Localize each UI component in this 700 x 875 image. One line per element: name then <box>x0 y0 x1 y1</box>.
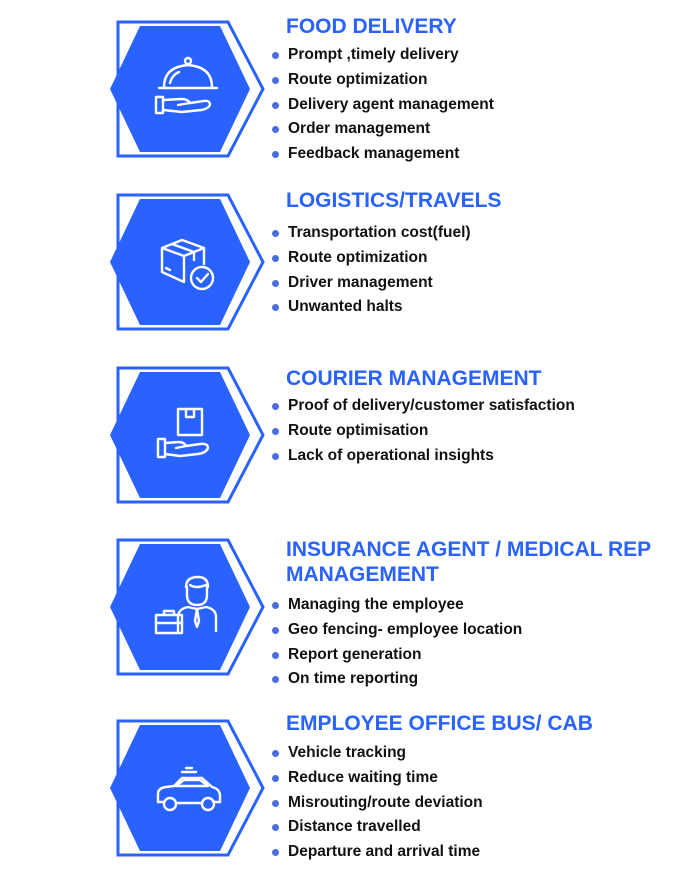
bullet-icon <box>272 304 279 312</box>
bullet-icon <box>272 230 279 237</box>
feature-list: Vehicle tracking Reduce waiting time Mis… <box>272 741 483 865</box>
hex-badge <box>108 14 268 164</box>
section-title: INSURANCE AGENT / MEDICAL REP MANAGEMENT <box>286 537 696 587</box>
bullet-icon <box>272 626 279 634</box>
feature-list: Prompt ,timely delivery Route optimizati… <box>272 43 494 167</box>
list-item: Misrouting/route deviation <box>272 791 483 816</box>
list-item: Transportation cost(fuel) <box>272 221 471 246</box>
bullet-icon <box>272 651 279 659</box>
section-title: EMPLOYEE OFFICE BUS/ CAB <box>286 712 593 735</box>
section-title: LOGISTICS/TRAVELS <box>286 189 502 212</box>
bullet-icon <box>272 427 279 435</box>
list-item: On time reporting <box>272 667 522 692</box>
bullet-icon <box>272 452 279 460</box>
list-item: Report generation <box>272 643 522 668</box>
list-item: Order management <box>272 117 494 142</box>
bullet-icon <box>272 799 279 807</box>
section-title: FOOD DELIVERY <box>286 15 457 38</box>
package-check-icon <box>160 238 215 291</box>
hand-box-icon <box>156 407 210 459</box>
hex-badge <box>108 532 268 682</box>
list-item: Delivery agent management <box>272 93 494 118</box>
feature-list: Transportation cost(fuel) Route optimiza… <box>272 221 471 320</box>
bullet-icon <box>272 254 279 262</box>
list-item: Lack of operational insights <box>272 444 575 469</box>
bullet-icon <box>272 849 279 857</box>
list-item: Feedback management <box>272 142 494 167</box>
agent-briefcase-icon <box>154 575 218 635</box>
list-item: Departure and arrival time <box>272 840 483 865</box>
car-icon <box>156 766 222 812</box>
list-item: Reduce waiting time <box>272 766 483 791</box>
list-item: Distance travelled <box>272 815 483 840</box>
list-item: Driver management <box>272 271 471 296</box>
list-item: Managing the employee <box>272 593 522 618</box>
list-item: Route optimisation <box>272 419 575 444</box>
bullet-icon <box>272 76 279 84</box>
title-line-2: MANAGEMENT <box>286 563 439 586</box>
hex-badge <box>108 360 268 510</box>
list-item: Unwanted halts <box>272 295 471 320</box>
bullet-icon <box>272 602 279 609</box>
title-line-1: INSURANCE AGENT / MEDICAL REP <box>286 538 652 561</box>
list-item: Vehicle tracking <box>272 741 483 766</box>
bullet-icon <box>272 279 279 287</box>
feature-list: Proof of delivery/customer satisfaction … <box>272 394 575 468</box>
bullet-icon <box>272 824 279 832</box>
bullet-icon <box>272 151 279 159</box>
feature-list: Managing the employee Geo fencing- emplo… <box>272 593 522 692</box>
bullet-icon <box>272 126 279 134</box>
hex-badge <box>108 713 268 863</box>
list-item: Route optimization <box>272 68 494 93</box>
bullet-icon <box>272 774 279 782</box>
bullet-icon <box>272 101 279 109</box>
list-item: Geo fencing- employee location <box>272 618 522 643</box>
food-cloche-hand-icon <box>154 56 219 115</box>
hex-badge <box>108 187 268 337</box>
list-item: Proof of delivery/customer satisfaction <box>272 394 575 419</box>
bullet-icon <box>272 750 279 757</box>
list-item: Prompt ,timely delivery <box>272 43 494 68</box>
bullet-icon <box>272 676 279 684</box>
bullet-icon <box>272 52 279 59</box>
bullet-icon <box>272 403 279 410</box>
list-item: Route optimization <box>272 246 471 271</box>
section-title: COURIER MANAGEMENT <box>286 367 542 390</box>
